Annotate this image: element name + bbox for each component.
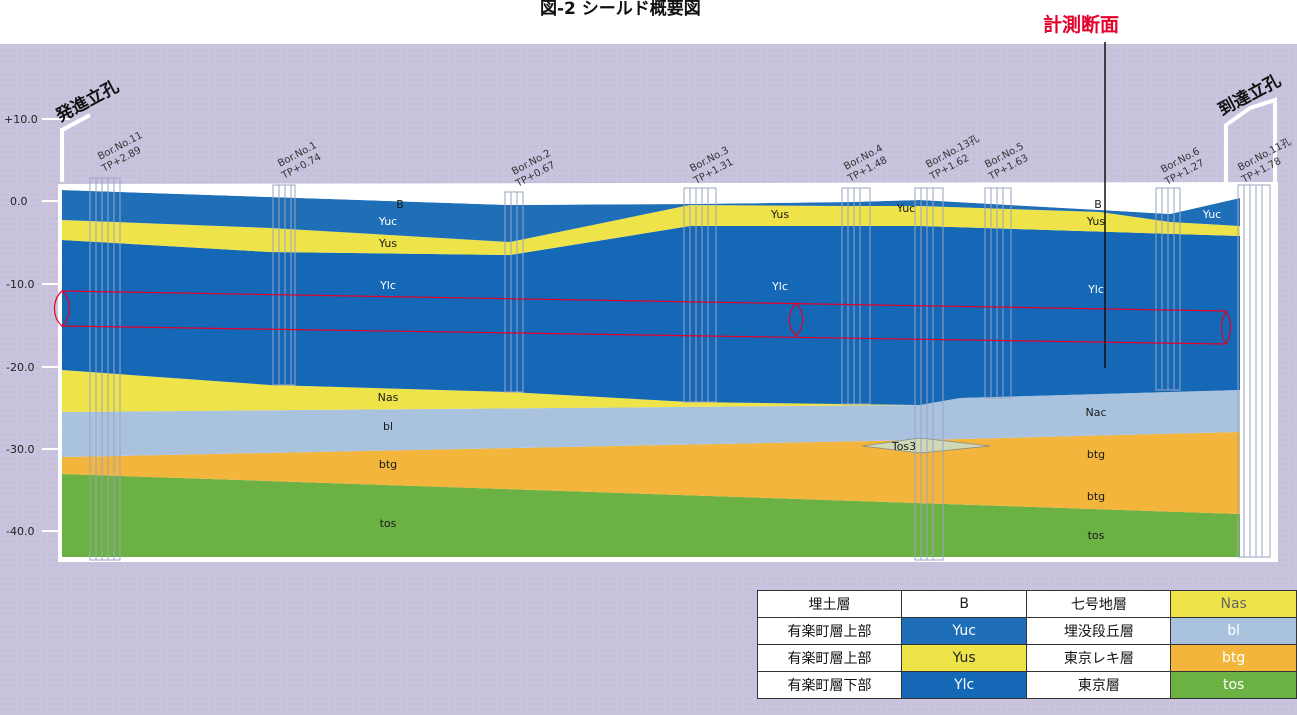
layer-label-nas: Nas xyxy=(378,391,399,404)
legend-name: 有楽町層上部 xyxy=(757,644,902,672)
strata xyxy=(62,184,1278,557)
legend-row: 埋土層 B 七号地層 Nas xyxy=(757,590,1297,618)
legend-swatch-tos: tos xyxy=(1170,671,1297,699)
layer-label-yuc: Yuc xyxy=(896,202,915,215)
start-shaft xyxy=(60,113,91,182)
legend-name: 埋土層 xyxy=(757,590,902,618)
depth-tick-label: 0.0 xyxy=(10,195,28,208)
measurement-section-label: 計測断面 xyxy=(1043,14,1120,36)
legend-swatch-b: B xyxy=(900,590,1028,618)
layer-yuc xyxy=(62,190,1240,242)
layer-label-tos: tos xyxy=(380,517,397,530)
borehole-5 xyxy=(841,187,871,405)
shield-tunnel xyxy=(53,290,1232,346)
legend-name: 東京レキ層 xyxy=(1026,644,1172,672)
legend-name: 東京層 xyxy=(1026,671,1172,699)
borehole-2 xyxy=(272,184,296,386)
layer-yus xyxy=(62,205,1240,255)
borehole-4 xyxy=(683,187,717,403)
layer-label-yuc: Yuc xyxy=(1202,208,1221,221)
legend-row: 有楽町層下部 Ylc 東京層 tos xyxy=(757,671,1297,699)
borehole-7 xyxy=(984,187,1012,399)
legend-name: 有楽町層上部 xyxy=(757,617,902,645)
borehole-6 xyxy=(914,187,944,561)
layer-tos3-lens xyxy=(861,437,991,454)
legend-swatch-btg: btg xyxy=(1170,644,1297,672)
layer-label-yus: Yus xyxy=(770,208,789,221)
layer-label-b: B xyxy=(396,198,404,211)
depth-tick-label: -30.0 xyxy=(6,443,34,456)
legend-name: 埋没段丘層 xyxy=(1026,617,1172,645)
layer-tos xyxy=(62,474,1240,557)
depth-tick-label: +10.0 xyxy=(4,113,38,126)
layer-ylc xyxy=(62,226,1240,405)
layer-label-btg: btg xyxy=(379,458,397,471)
legend-swatch-yuc: Yuc xyxy=(900,617,1028,645)
layer-label-ylc: Ylc xyxy=(771,280,788,293)
layer-label-yuc: Yuc xyxy=(378,215,397,228)
layer-btg xyxy=(62,432,1240,514)
layer-bl xyxy=(62,390,1240,457)
legend-row: 有楽町層上部 Yuc 埋没段丘層 bl xyxy=(757,617,1297,645)
layer-label-btg: btg xyxy=(1087,448,1105,461)
legend-name: 有楽町層下部 xyxy=(757,671,902,699)
layer-label-ylc: Ylc xyxy=(1087,283,1104,296)
borehole-9 xyxy=(1237,184,1271,558)
layer-label-ylc: Ylc xyxy=(379,279,396,292)
borehole-8 xyxy=(1155,187,1181,391)
layer-b xyxy=(62,184,1278,214)
diagram-title: 図-2 シールド概要図 xyxy=(540,0,701,19)
legend-swatch-yus: Yus xyxy=(900,644,1028,672)
depth-tick-label: -20.0 xyxy=(6,361,34,374)
layer-label-tos3: Tos3 xyxy=(891,440,916,453)
boreholes xyxy=(89,177,1271,561)
layer-label-tos: tos xyxy=(1088,529,1105,542)
borehole-1 xyxy=(89,177,121,561)
legend-swatch-nas: Nas xyxy=(1170,590,1297,618)
legend-row: 有楽町層上部 Yus 東京レキ層 btg xyxy=(757,644,1297,672)
layer-label-nac: Nac xyxy=(1085,406,1106,419)
legend-swatch-bl: bl xyxy=(1170,617,1297,645)
legend-table: 埋土層 B 七号地層 Nas 有楽町層上部 Yuc 埋没段丘層 bl 有楽町層上… xyxy=(757,590,1297,699)
borehole-3 xyxy=(504,191,524,393)
layer-label-btg: btg xyxy=(1087,490,1105,503)
layer-nas xyxy=(62,370,920,412)
layer-label-bl: bl xyxy=(383,420,393,433)
depth-tick-label: -10.0 xyxy=(6,278,34,291)
layer-label-yus: Yus xyxy=(378,237,397,250)
depth-tick-label: -40.0 xyxy=(6,525,34,538)
legend-name: 七号地層 xyxy=(1026,590,1172,618)
legend-swatch-ylc: Ylc xyxy=(900,671,1028,699)
layer-label-b: B xyxy=(1094,198,1102,211)
layer-label-yus: Yus xyxy=(1086,215,1105,228)
